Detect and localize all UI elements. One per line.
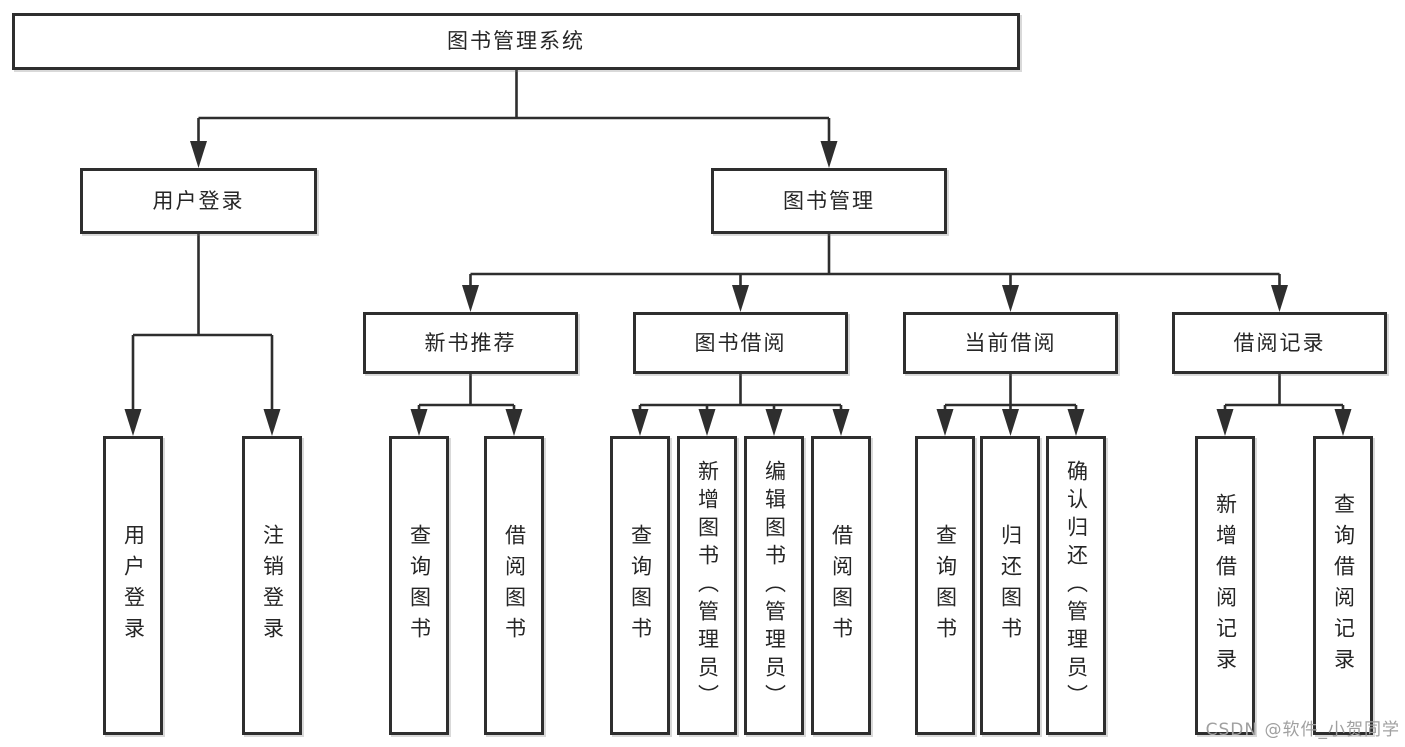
node-root-label: 图书管理系统 — [447, 29, 585, 54]
node-book-borrow: 图书借阅 — [633, 312, 848, 374]
leaf-return-books: 归还图书 — [980, 436, 1040, 735]
node-borrow-records: 借阅记录 — [1172, 312, 1387, 374]
leaf-query-borrow-record: 查询借阅记录 — [1313, 436, 1373, 735]
node-current-borrow-label: 当前借阅 — [964, 330, 1057, 355]
leaf-borrow-books-label: 借阅图书 — [829, 523, 854, 648]
leaf-recommend-borrow-books: 借阅图书 — [484, 436, 544, 735]
leaf-recommend-borrow-books-label: 借阅图书 — [502, 523, 527, 648]
leaf-confirm-return-admin: 确认归还（管理员） — [1046, 436, 1106, 735]
csdn-watermark: CSDN @软件_小贺同学 — [1205, 720, 1400, 740]
node-new-book-recommend: 新书推荐 — [363, 312, 578, 374]
leaf-recommend-query-books-label: 查询图书 — [407, 523, 432, 648]
leaf-borrow-books: 借阅图书 — [811, 436, 871, 735]
node-user-login: 用户登录 — [80, 168, 317, 234]
node-root: 图书管理系统 — [12, 13, 1020, 70]
leaf-current-query-books-label: 查询图书 — [933, 523, 958, 648]
leaf-logout: 注销登录 — [242, 436, 302, 735]
node-borrow-records-label: 借阅记录 — [1233, 330, 1326, 355]
node-user-login-label: 用户登录 — [152, 188, 245, 213]
node-book-management: 图书管理 — [711, 168, 947, 234]
leaf-user-login-label: 用户登录 — [121, 523, 146, 648]
leaf-add-books-admin-label: 新增图书（管理员） — [695, 459, 720, 712]
leaf-add-borrow-record: 新增借阅记录 — [1195, 436, 1255, 735]
leaf-add-borrow-record-label: 新增借阅记录 — [1213, 492, 1238, 679]
leaf-borrow-query-books: 查询图书 — [610, 436, 670, 735]
leaf-return-books-label: 归还图书 — [998, 523, 1023, 648]
leaf-query-borrow-record-label: 查询借阅记录 — [1331, 492, 1356, 679]
leaf-edit-books-admin-label: 编辑图书（管理员） — [762, 459, 787, 712]
leaf-logout-label: 注销登录 — [260, 523, 285, 648]
node-new-book-recommend-label: 新书推荐 — [424, 330, 517, 355]
node-book-borrow-label: 图书借阅 — [694, 330, 787, 355]
leaf-confirm-return-admin-label: 确认归还（管理员） — [1064, 459, 1089, 712]
node-current-borrow: 当前借阅 — [903, 312, 1118, 374]
leaf-borrow-query-books-label: 查询图书 — [628, 523, 653, 648]
leaf-add-books-admin: 新增图书（管理员） — [677, 436, 737, 735]
leaf-recommend-query-books: 查询图书 — [389, 436, 449, 735]
node-book-management-label: 图书管理 — [783, 188, 875, 213]
arrowheads — [124, 141, 1352, 436]
leaf-user-login: 用户登录 — [103, 436, 163, 735]
leaf-edit-books-admin: 编辑图书（管理员） — [744, 436, 804, 735]
leaf-current-query-books: 查询图书 — [915, 436, 975, 735]
